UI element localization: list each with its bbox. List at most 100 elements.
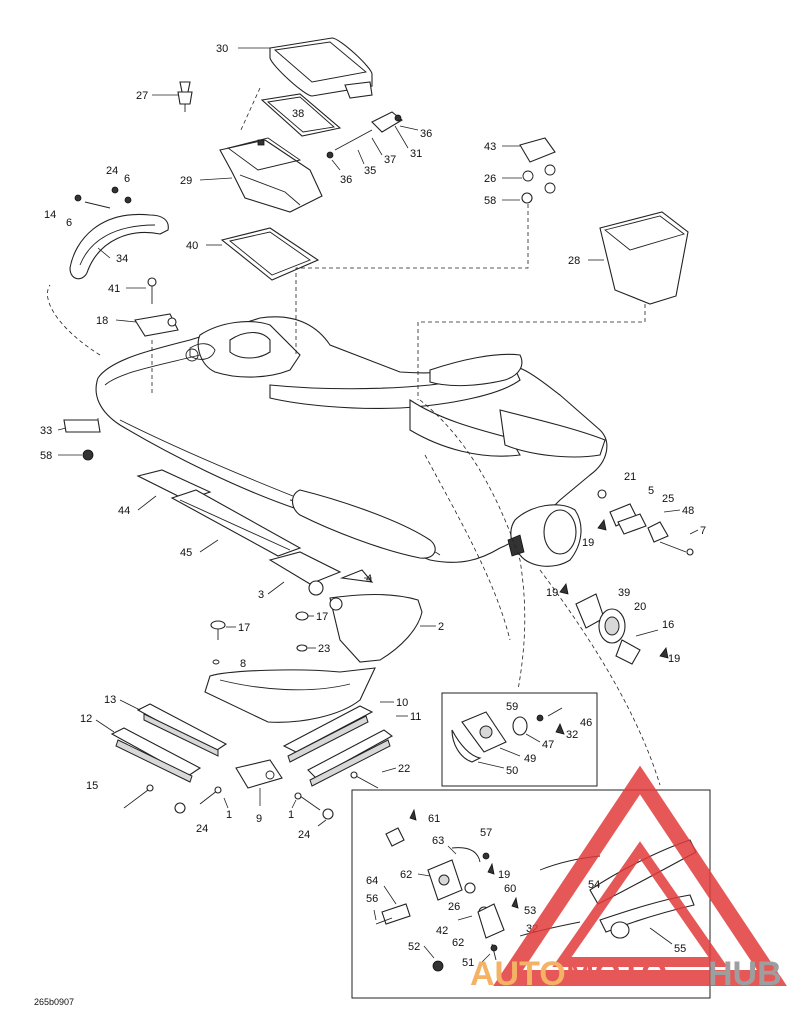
inset-b-parts <box>375 808 697 972</box>
svg-text:12: 12 <box>80 713 92 725</box>
grate-8 <box>204 667 376 723</box>
callout-16: 16 <box>662 619 674 631</box>
storage-basket-28 <box>599 211 689 305</box>
grab-handle-34 <box>69 186 169 280</box>
ride-plate-2 <box>329 593 423 663</box>
svg-text:62: 62 <box>400 869 412 881</box>
callout-17b: 17 <box>308 611 328 623</box>
svg-text:1: 1 <box>226 809 232 821</box>
svg-text:58: 58 <box>484 195 496 207</box>
svg-text:51: 51 <box>462 957 474 969</box>
svg-text:15: 15 <box>86 780 98 792</box>
svg-text:59: 59 <box>506 701 518 713</box>
callout-21: 21 <box>624 471 636 483</box>
callout-33: 33 <box>40 425 67 437</box>
callout-7: 7 <box>689 525 706 537</box>
callout-19a: 19 <box>582 537 594 549</box>
callout-8: 8 <box>240 658 246 670</box>
callout-64: 64 <box>366 875 397 905</box>
callout-60: 60 <box>504 883 516 895</box>
callout-18: 18 <box>96 315 137 327</box>
svg-text:24: 24 <box>298 829 310 841</box>
callout-62a: 62 <box>400 869 431 881</box>
callout-6b: 6 <box>66 217 72 229</box>
svg-text:26: 26 <box>484 173 496 185</box>
svg-text:30: 30 <box>216 43 228 55</box>
callout-52: 52 <box>408 941 435 959</box>
callout-56: 56 <box>366 893 378 921</box>
callout-58b: 58 <box>40 450 82 462</box>
callout-25: 25 <box>662 493 674 505</box>
callout-53: 53 <box>524 905 536 917</box>
callouts: 30 27 38 36 37 31 35 36 29 24 6 14 6 34 … <box>40 43 706 969</box>
callout-55: 55 <box>649 927 686 955</box>
callout-62b: 62 <box>452 937 464 949</box>
watermark-moto: MOTO <box>566 955 667 993</box>
diagram-code: 265b0907 <box>34 997 74 1007</box>
watermark-hub: HUB <box>708 955 782 993</box>
callout-24b: 24 <box>196 823 208 835</box>
callout-49: 49 <box>499 747 536 765</box>
plugs-17-23 <box>210 611 309 665</box>
callout-3: 3 <box>258 581 285 601</box>
svg-text:35: 35 <box>364 165 376 177</box>
bracket-18 <box>134 277 179 337</box>
svg-text:28: 28 <box>568 255 580 267</box>
svg-text:19: 19 <box>582 537 594 549</box>
svg-text:13: 13 <box>104 694 116 706</box>
svg-text:20: 20 <box>634 601 646 613</box>
svg-text:43: 43 <box>484 141 496 153</box>
svg-text:24: 24 <box>196 823 208 835</box>
svg-text:36: 36 <box>420 128 432 140</box>
callout-41: 41 <box>108 283 146 295</box>
sponson-10 <box>282 705 374 763</box>
callout-29: 29 <box>180 175 233 187</box>
svg-text:50: 50 <box>506 765 518 777</box>
svg-text:23: 23 <box>318 643 330 655</box>
callout-10: 10 <box>380 697 408 709</box>
svg-text:3: 3 <box>258 589 264 601</box>
cover-43 <box>519 137 556 204</box>
callout-24a: 24 <box>106 165 118 177</box>
svg-text:48: 48 <box>682 505 694 517</box>
callout-58a: 58 <box>484 195 520 207</box>
svg-text:56: 56 <box>366 893 378 905</box>
svg-text:26: 26 <box>448 901 460 913</box>
callout-46: 46 <box>580 717 592 729</box>
svg-text:25: 25 <box>662 493 674 505</box>
inset-a-parts <box>451 707 565 763</box>
svg-text:19: 19 <box>668 653 680 665</box>
callout-2: 2 <box>420 621 444 633</box>
insert-4 <box>339 569 374 583</box>
svg-text:27: 27 <box>136 90 148 102</box>
watermark-auto: AUTO <box>470 955 566 993</box>
svg-text:38: 38 <box>292 108 304 120</box>
push-rivet-27 <box>177 81 193 112</box>
callout-34: 34 <box>97 247 128 265</box>
svg-text:39: 39 <box>618 587 630 599</box>
callout-44: 44 <box>118 495 157 517</box>
callout-17a: 17 <box>226 622 250 634</box>
callout-15: 15 <box>86 780 98 792</box>
callout-61: 61 <box>428 813 440 825</box>
callout-47: 47 <box>525 733 554 751</box>
svg-text:62: 62 <box>452 937 464 949</box>
svg-text:5: 5 <box>648 485 654 497</box>
svg-text:63: 63 <box>432 835 444 847</box>
svg-text:9: 9 <box>256 813 262 825</box>
latch-assembly <box>326 111 403 159</box>
callout-5: 5 <box>648 485 654 497</box>
svg-text:34: 34 <box>116 253 128 265</box>
callout-19d: 19 <box>498 869 510 881</box>
stern-parts <box>597 489 694 556</box>
svg-text:47: 47 <box>542 739 554 751</box>
seal-3 <box>268 551 342 596</box>
svg-text:21: 21 <box>624 471 636 483</box>
svg-text:7: 7 <box>700 525 706 537</box>
callout-57: 57 <box>480 827 492 839</box>
svg-text:11: 11 <box>410 711 421 723</box>
strip-45 <box>170 489 302 557</box>
svg-text:4: 4 <box>366 573 372 585</box>
svg-text:33: 33 <box>40 425 52 437</box>
